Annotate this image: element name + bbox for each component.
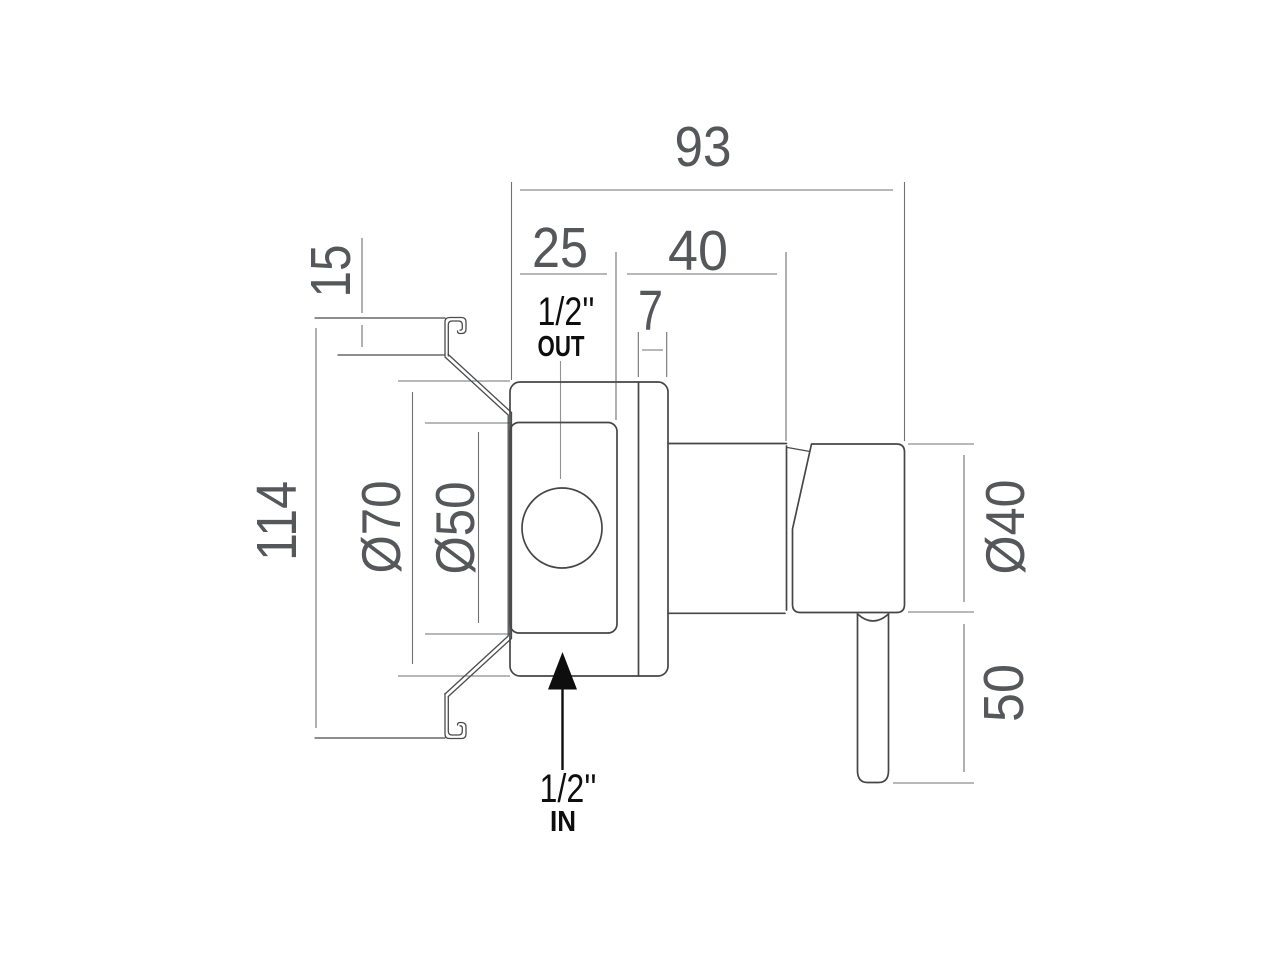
outlet-size-label: 1/2'' — [538, 290, 595, 334]
inlet-flow-indicator — [548, 652, 577, 770]
bracket-top-hook-inner — [447, 320, 463, 357]
bracket-web-outer — [444, 356, 509, 695]
dim-label-lever-length: 50 — [972, 664, 1036, 722]
inlet-size-label: 1/2'' — [540, 767, 597, 811]
dimension-labels: 93 25 40 7 15 114 Ø70 Ø50 Ø40 50 — [245, 115, 1036, 722]
dim-label-escutcheon-diameter: Ø70 — [350, 481, 412, 574]
inlet-label: IN — [550, 806, 576, 838]
dim-label-overall-width: 93 — [675, 115, 732, 179]
handle-skirt-edge — [786, 446, 811, 453]
dim-label-bracket-height: 114 — [245, 481, 309, 561]
valve-body — [509, 381, 906, 784]
port-annotations: 1/2'' OUT 1/2'' IN — [538, 290, 597, 838]
inner-plate — [509, 421, 618, 634]
bracket-web-inner — [447, 353, 513, 698]
flow-arrow-icon — [548, 652, 577, 690]
dim-label-flange-return: 15 — [299, 245, 363, 298]
dim-label-recess-depth: 25 — [532, 216, 588, 280]
bracket-top-hook-outer — [444, 316, 467, 357]
handle-knob — [791, 443, 906, 614]
escutcheon-plate — [509, 381, 669, 677]
dim-label-body-projection: 40 — [668, 219, 728, 283]
lever-rod — [856, 613, 890, 784]
outlet-hole — [521, 487, 603, 569]
bracket-bottom-hook-inner — [447, 695, 463, 736]
outlet-label: OUT — [538, 331, 585, 363]
dimension-lines — [315, 182, 974, 784]
lever-rod-fillet — [856, 613, 890, 622]
bracket-bottom-hook-outer — [444, 692, 467, 740]
dim-label-handle-diameter: Ø40 — [974, 480, 1036, 575]
dim-label-plate-diameter: Ø50 — [424, 482, 486, 575]
dim-label-trim-gap: 7 — [638, 279, 663, 343]
mounting-bracket — [314, 316, 513, 740]
